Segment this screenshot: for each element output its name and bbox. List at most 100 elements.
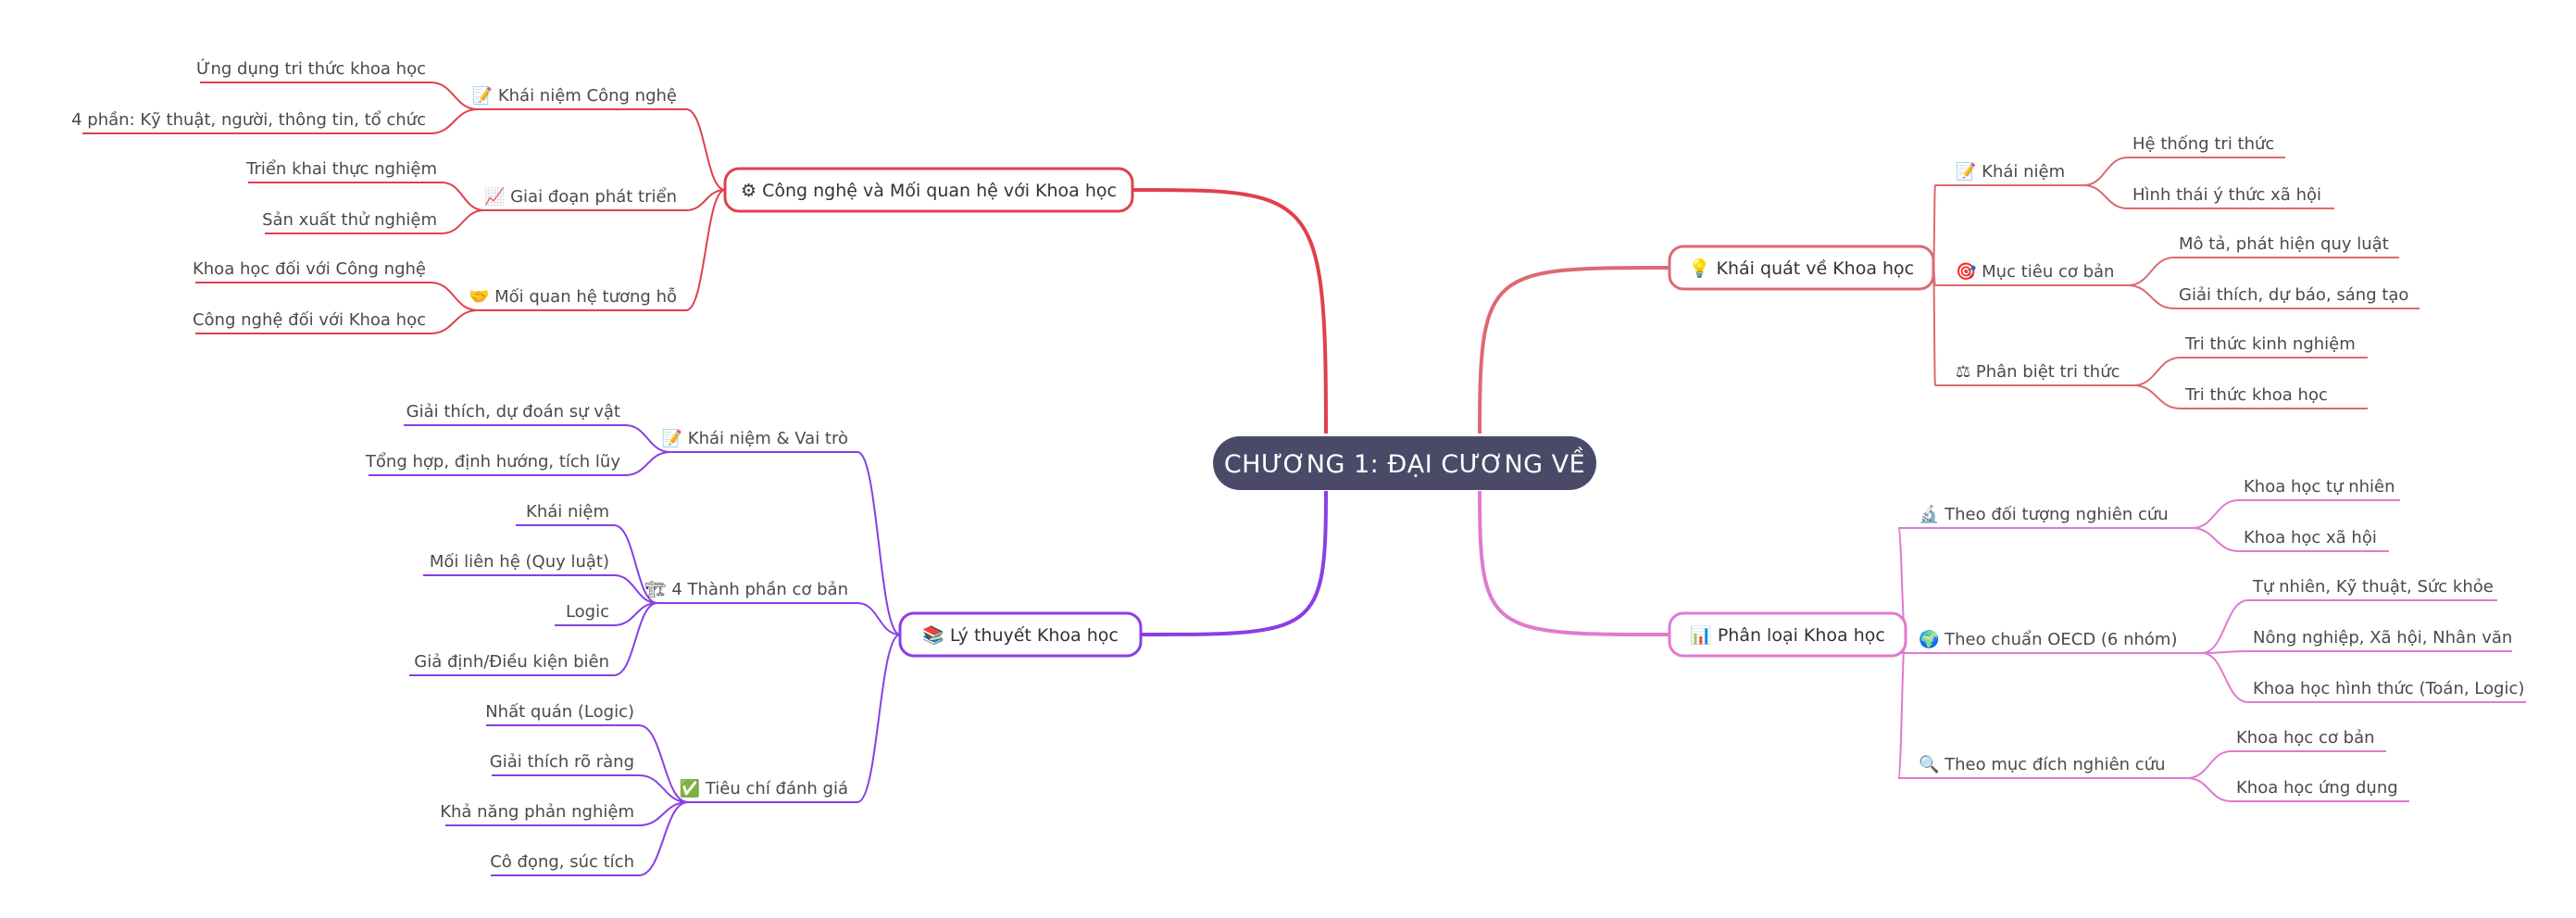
leaf-connector [638,724,689,803]
leaf-connector [2082,157,2129,186]
leaf-tri-thuc-khoa-hoc[interactable]: Tri thức khoa học [2181,385,2368,409]
sub-label: ✅ Tiêu chí đánh giá [680,778,848,799]
leaf-connector [2186,777,2232,802]
leaf-label: Khoa học ứng dụng [2236,778,2398,798]
trunk-connector [1478,266,1670,434]
sub-label: 📝 Khái niệm & Vai trò [662,428,848,448]
leaf-co-dong-suc-tich[interactable]: Cô đọng, súc tích [490,852,639,876]
leaf-tri-thuc-kinh-nghiem[interactable]: Tri thức kinh nghiệm [2181,334,2368,358]
leaf-moi-lien-he-quy-luat[interactable]: Mối liên hệ (Quy luật) [423,552,614,576]
leaf-connector [613,574,658,604]
leaf-giai-thich-du-doan-su-vat[interactable]: Giải thích, dự đoán sự vật [404,402,625,426]
sub-node-khai-niem-vai-tro[interactable]: 📝 Khái niệm & Vai trò [662,428,857,453]
leaf-label: Công nghệ đối với Khoa học [193,310,426,330]
leaf-nhat-quan-logic[interactable]: Nhất quán (Logic) [485,702,639,726]
leaf-giai-thich-du-bao-sang-tao[interactable]: Giải thích, dự báo, sáng tạo [2174,285,2420,309]
sub-node-khai-niem[interactable]: 📝 Khái niệm [1935,161,2083,186]
leaf-label: Khoa học xã hội [2244,528,2377,547]
sub-node-khai-niem-cong-nghe[interactable]: 📝 Khái niệm Công nghệ [472,85,686,110]
leaf-connector [2201,599,2249,654]
branch-node-cong-nghe-va-moi-quan-he-voi-khoa-hoc[interactable]: ⚙ Công nghệ và Mối quan hệ với Khoa học [723,167,1134,213]
leaf-kha-nang-phan-nghiem[interactable]: Khả năng phản nghiệm [440,802,639,826]
sub-connector [857,451,901,635]
leaf-khoa-hoc-doi-voi-cong-nghe[interactable]: Khoa học đối với Công nghệ [193,259,431,283]
leaf-label: Tổng hợp, định hướng, tích lũy [365,452,620,472]
sub-node-theo-doi-tuong-nghien-cuu[interactable]: 🔬 Theo đối tượng nghiên cứu [1898,504,2192,529]
branch-node-khai-quat-ve-khoa-hoc[interactable]: 💡 Khái quát về Khoa học [1668,245,1935,291]
leaf-label: Nông nghiệp, Xã hội, Nhân văn [2253,628,2512,648]
leaf-khoa-hoc-co-ban[interactable]: Khoa học cơ bản [2232,728,2386,752]
branch-box [1668,245,1935,291]
leaf-label: Khái niệm [526,502,609,522]
leaf-khoa-hoc-ung-dung[interactable]: Khoa học ứng dụng [2232,778,2409,802]
sub-node-tieu-chi-danh-gia[interactable]: ✅ Tiêu chí đánh giá [680,778,857,803]
leaf-connector [2201,652,2249,703]
sub-connector [685,108,726,191]
sub-node-moi-quan-he-tuong-ho[interactable]: 🤝 Mối quan hệ tương hỗ [469,287,686,311]
leaf-connector [2191,499,2240,529]
sub-connector [857,634,901,803]
branch-node-phan-loai-khoa-hoc[interactable]: 📊 Phân loại Khoa học [1668,611,1907,658]
mind-map-nodes: ⚙ Công nghệ và Mối quan hệ với Khoa học 📝… [71,58,2526,876]
center-node[interactable]: CHƯƠNG 1: ĐẠI CƯƠNG VỀ [1213,436,1596,490]
leaf-mo-ta-phat-hien-quy-luat[interactable]: Mô tả, phát hiện quy luật [2174,234,2399,258]
leaf-label: Tri thức kinh nghiệm [2184,334,2356,354]
leaf-hinh-thai-y-thuc-xa-hoi[interactable]: Hình thái ý thức xã hội [2128,185,2334,209]
leaf-4-phan-ky-thuat-nguoi-thong-tin-to-chuc[interactable]: 4 phần: Kỹ thuật, người, thông tin, tổ c… [71,110,431,134]
leaf-trien-khai-thuc-nghiem[interactable]: Triển khai thực nghiệm [245,159,442,183]
sub-node-phan-biet-tri-thuc[interactable]: ⚖ Phân biệt tri thức [1935,362,2133,386]
connector-lines [430,82,2249,876]
branch-label: 📊 Phân loại Khoa học [1690,624,1885,646]
leaf-label: Khoa học đối với Công nghệ [193,259,426,279]
leaf-label: Giải thích, dự báo, sáng tạo [2179,285,2408,305]
leaf-khai-niem[interactable]: Khái niệm [516,502,614,526]
sub-node-giai-doan-phat-trien[interactable]: 📈 Giai đoạn phát triển [484,186,686,211]
leaf-connector [2132,384,2182,409]
sub-node-muc-tieu-co-ban[interactable]: 🎯 Mục tiêu cơ bản [1935,262,2128,286]
leaf-label: Logic [566,602,609,622]
leaf-khoa-hoc-tu-nhien[interactable]: Khoa học tự nhiên [2239,477,2400,501]
leaf-connector [624,451,671,476]
branch-node-ly-thuyet-khoa-hoc[interactable]: 📚 Lý thuyết Khoa học [898,611,1143,658]
leaf-tu-nhien-ky-thuat-suc-khoe[interactable]: Tự nhiên, Kỹ thuật, Sức khỏe [2248,577,2497,601]
branch-box [1668,611,1907,658]
leaf-label: Ứng dụng tri thức khoa học [196,58,426,79]
leaf-gia-dinh-dieu-kien-bien[interactable]: Giả định/Điều kiện biên [409,652,614,676]
branch-label: 💡 Khái quát về Khoa học [1689,258,1914,279]
leaf-connector [430,309,479,334]
sub-label: 🎯 Mục tiêu cơ bản [1956,262,2114,282]
branch-label: 📚 Lý thuyết Khoa học [922,625,1119,646]
sub-connector [857,602,901,635]
trunk-connector [1140,490,1328,636]
sub-label: 📝 Khái niệm [1956,161,2065,182]
leaf-connector [638,774,689,803]
leaf-connector [2191,527,2240,552]
leaf-san-xuat-thu-nghiem[interactable]: Sản xuất thử nghiệm [262,210,442,234]
leaf-logic[interactable]: Logic [555,602,614,626]
leaf-connector [613,602,658,676]
leaf-ung-dung-tri-thuc-khoa-hoc[interactable]: Ứng dụng tri thức khoa học [196,58,431,83]
sub-label: 📈 Giai đoạn phát triển [484,186,677,207]
leaf-label: Nhất quán (Logic) [485,702,634,722]
leaf-giai-thich-ro-rang[interactable]: Giải thích rõ ràng [490,752,639,776]
sub-label: 🔬 Theo đối tượng nghiên cứu [1919,504,2169,524]
leaf-label: Tri thức khoa học [2184,385,2328,405]
leaf-connector [441,182,485,211]
leaf-connector [430,282,479,311]
leaf-he-thong-tri-thuc[interactable]: Hệ thống tri thức [2128,134,2285,158]
leaf-connector [2127,284,2175,309]
sub-connector [1897,634,1907,779]
leaf-nong-nghiep-xa-hoi-nhan-van[interactable]: Nông nghiệp, Xã hội, Nhân văn [2248,628,2512,652]
sub-node-4-thanh-phan-co-ban[interactable]: 🏗 4 Thành phần cơ bản [645,580,857,604]
center-pill [1213,436,1596,490]
leaf-khoa-hoc-hinh-thuc-toan-logic[interactable]: Khoa học hình thức (Toán, Logic) [2248,679,2526,703]
leaf-khoa-hoc-xa-hoi[interactable]: Khoa học xã hội [2239,528,2389,552]
leaf-cong-nghe-doi-voi-khoa-hoc[interactable]: Công nghệ đối với Khoa học [193,310,431,334]
sub-label: 🔍 Theo mục đích nghiên cứu [1919,753,2166,774]
sub-node-theo-muc-dich-nghien-cuu[interactable]: 🔍 Theo mục đích nghiên cứu [1898,753,2187,779]
leaf-label: Tự nhiên, Kỹ thuật, Sức khỏe [2252,577,2494,597]
sub-label: 🤝 Mối quan hệ tương hỗ [469,287,677,307]
sub-node-theo-chuan-oecd-6-nhom[interactable]: 🌍 Theo chuẩn OECD (6 nhóm) [1898,629,2202,654]
leaf-tong-hop-dinh-huong-tich-luy[interactable]: Tổng hợp, định hướng, tích lũy [365,452,625,476]
leaf-connector [430,82,479,110]
